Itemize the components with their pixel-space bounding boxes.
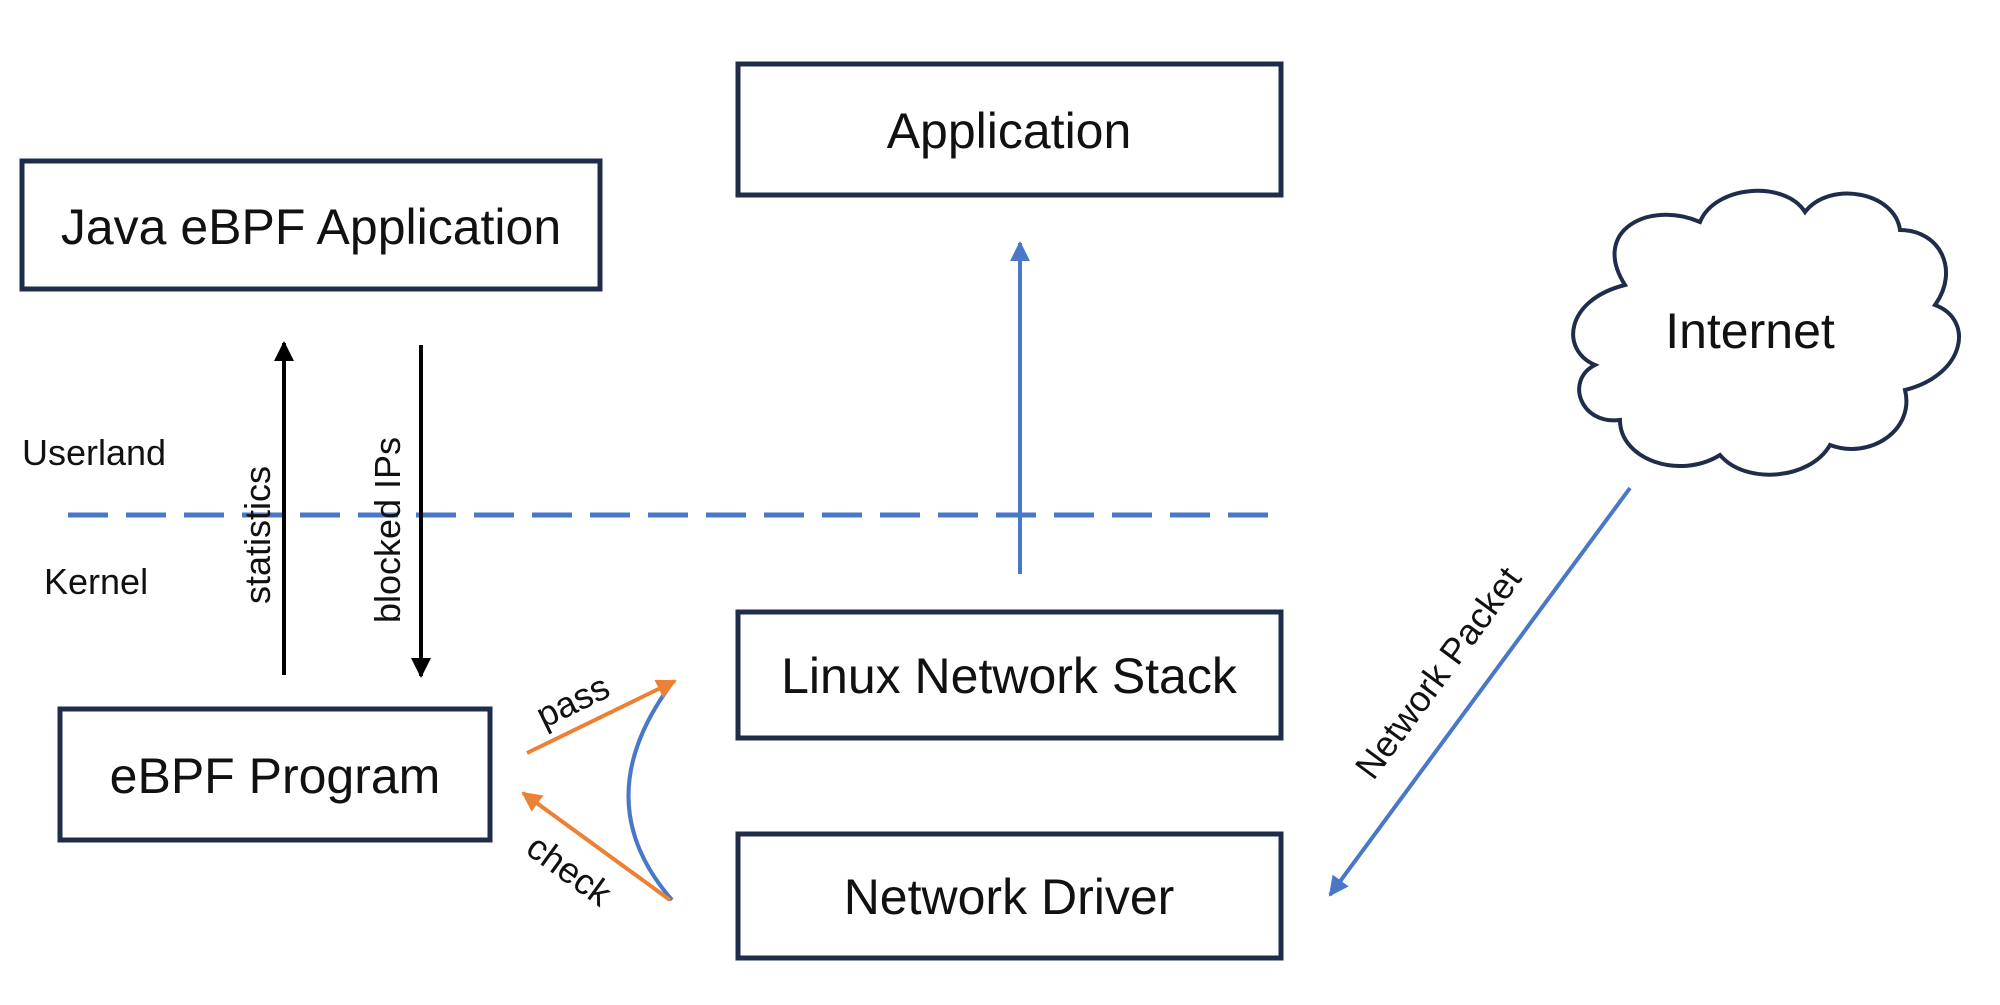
linux-network-stack-label: Linux Network Stack <box>781 648 1238 704</box>
driver-stack-curve <box>626 681 674 902</box>
ebpf-program-label: eBPF Program <box>110 748 441 804</box>
network-driver-label: Network Driver <box>844 869 1175 925</box>
application-box: Application <box>735 61 1284 198</box>
blocked-ips-label: blocked IPs <box>367 437 408 623</box>
statistics-label: statistics <box>237 466 278 604</box>
application-label: Application <box>887 103 1132 159</box>
network-packet-arrow <box>1328 486 1632 897</box>
java-ebpf-application-label: Java eBPF Application <box>61 199 561 255</box>
userland-label: Userland <box>22 432 166 473</box>
check-label: check <box>519 826 620 915</box>
internet-cloud: Internet <box>1571 188 1961 477</box>
ebpf-program-box: eBPF Program <box>57 706 493 843</box>
check-arrow <box>521 791 672 902</box>
pass-label: pass <box>529 666 615 736</box>
pass-arrow <box>526 679 677 755</box>
java-ebpf-application-box: Java eBPF Application <box>19 158 603 292</box>
linux-network-stack-box: Linux Network Stack <box>735 609 1284 741</box>
internet-label: Internet <box>1665 303 1835 359</box>
cloud-icon <box>1571 188 1961 477</box>
network-packet-label: Network Packet <box>1347 559 1530 786</box>
network-driver-box: Network Driver <box>735 831 1284 961</box>
kernel-label: Kernel <box>44 561 148 602</box>
